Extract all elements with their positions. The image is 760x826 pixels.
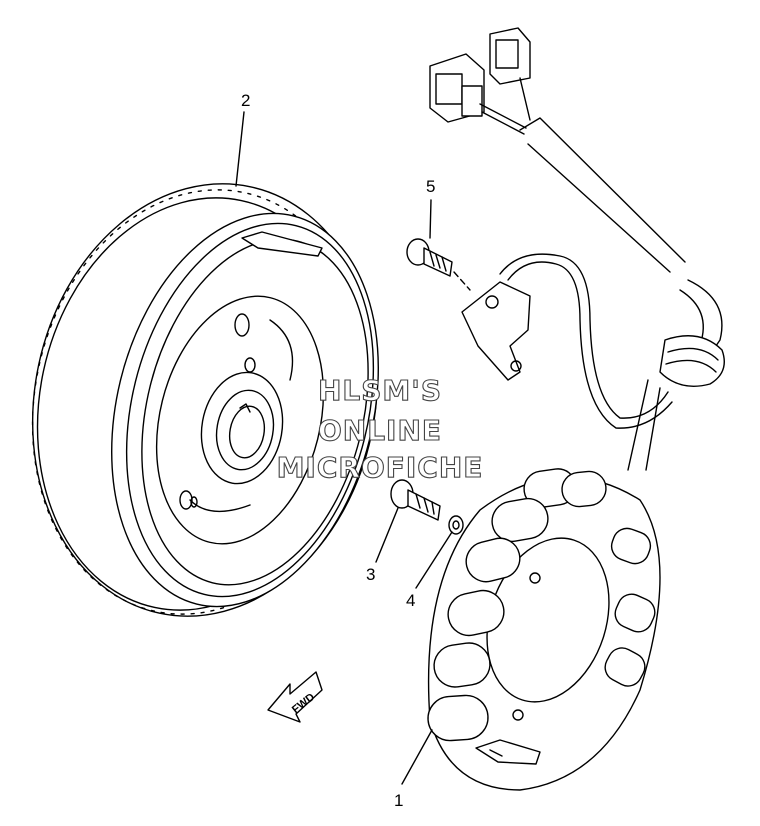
watermark-line-2: ONLINE bbox=[318, 414, 442, 447]
pickup-coil[interactable] bbox=[461, 281, 531, 381]
watermark-line-1: HLSM'S bbox=[318, 374, 442, 407]
screw-part-5[interactable] bbox=[406, 238, 471, 291]
watermark-line-3: MICROFICHE bbox=[277, 451, 484, 484]
callout-5: 5 bbox=[426, 177, 435, 196]
callout-4: 4 bbox=[406, 591, 415, 610]
stator-assembly[interactable] bbox=[427, 467, 661, 791]
fwd-arrow-icon: FWD bbox=[267, 671, 323, 723]
washer-part-4[interactable] bbox=[448, 515, 464, 535]
wire-harness[interactable] bbox=[429, 27, 725, 471]
watermark: HLSM'S ONLINE MICROFICHE bbox=[276, 373, 484, 484]
callout-3: 3 bbox=[366, 565, 375, 584]
callout-1: 1 bbox=[394, 791, 403, 810]
flywheel-rotor[interactable] bbox=[0, 151, 418, 648]
screw-part-3[interactable] bbox=[390, 479, 441, 521]
callout-2: 2 bbox=[241, 91, 250, 110]
callout-leaders bbox=[235, 111, 453, 785]
